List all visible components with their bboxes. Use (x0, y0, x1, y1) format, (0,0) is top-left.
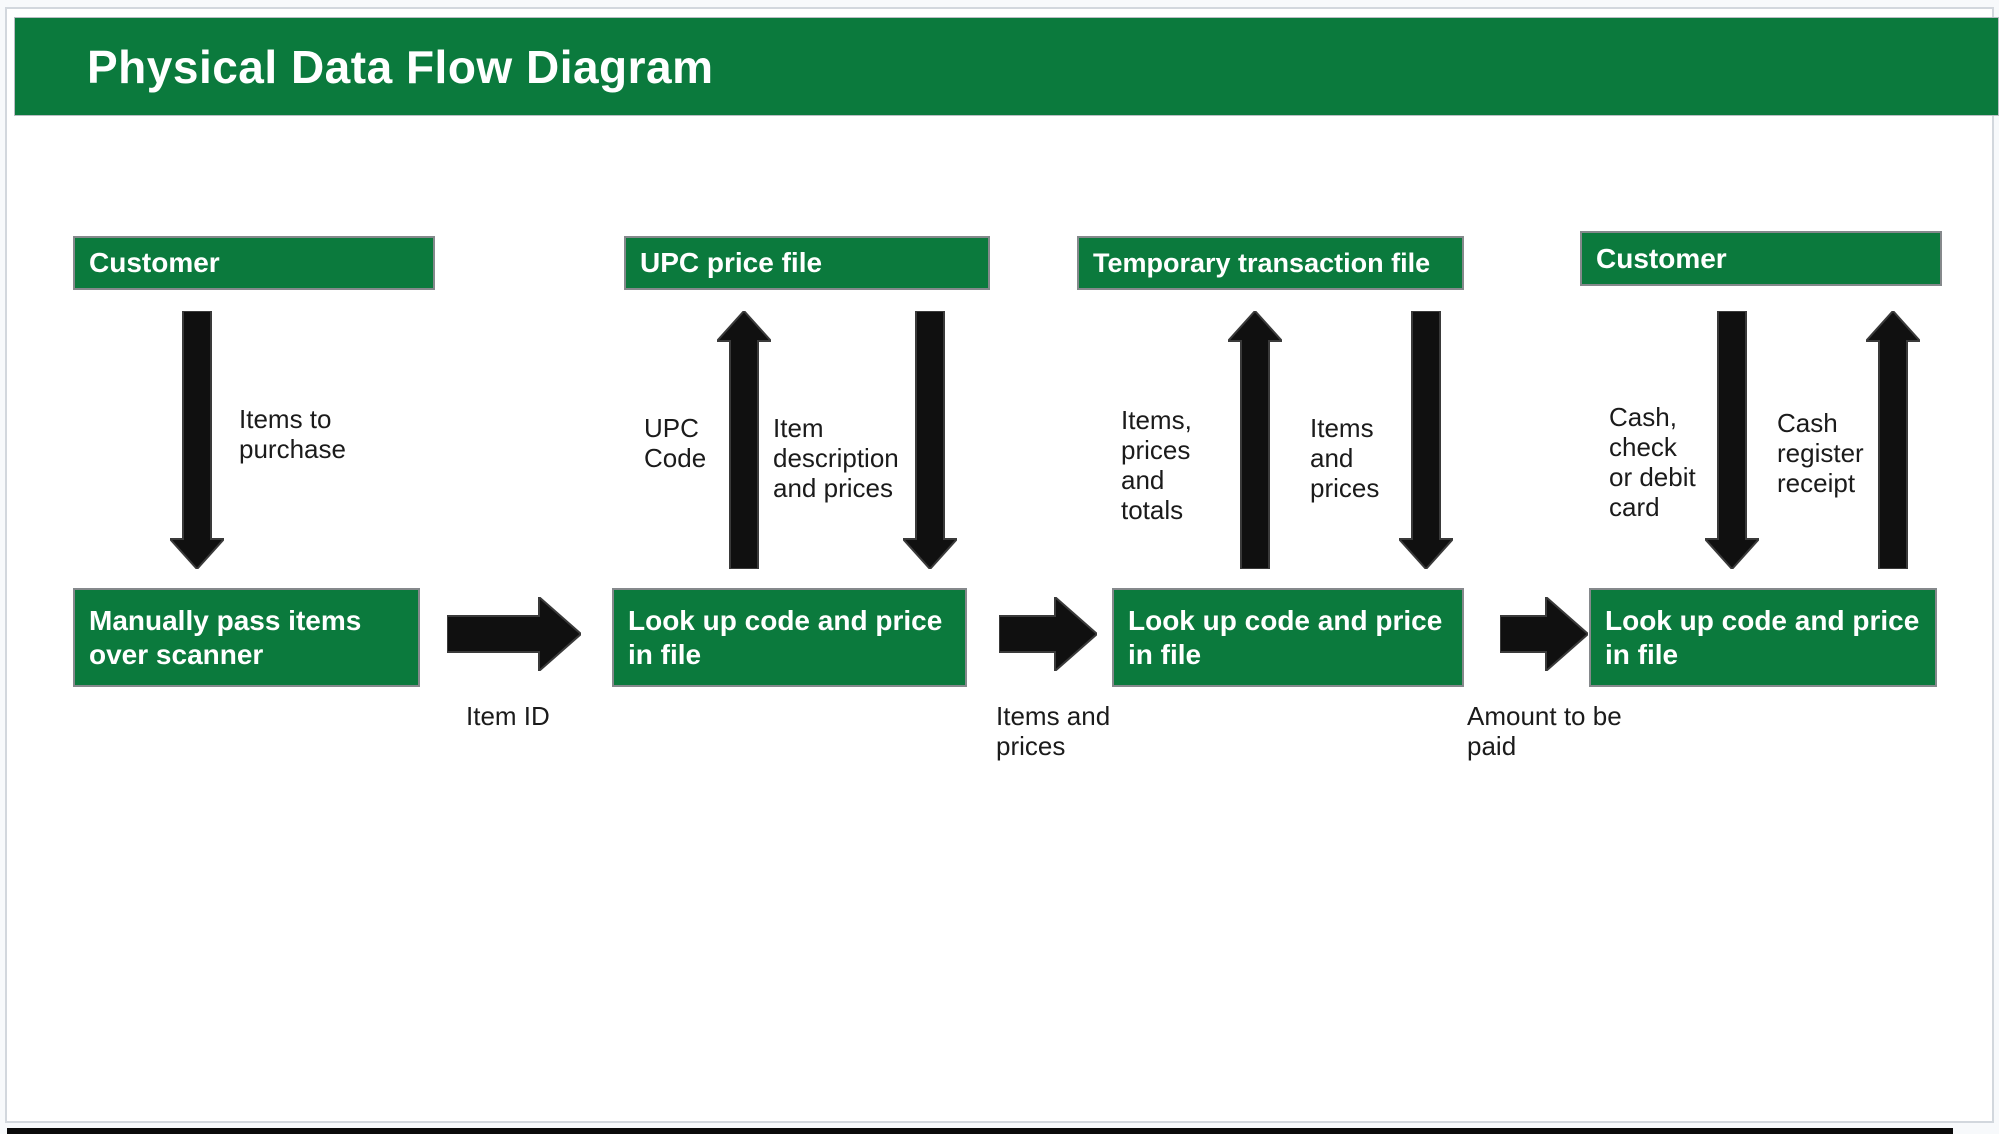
node-label: Temporary transaction file (1093, 248, 1431, 278)
flow-label-amount-to-be-paid: Amount to be paid (1467, 701, 1622, 761)
node-label: Look up code and price in file (1128, 604, 1443, 670)
flow-label-item-id: Item ID (466, 701, 550, 731)
arrow-up-upc-code (717, 311, 771, 569)
arrow-up-cash-register-receipt (1866, 311, 1920, 569)
arrow-right-items-and-prices (999, 597, 1097, 671)
process-lookup-1: Look up code and price in file (612, 588, 967, 687)
node-label: Manually pass items over scanner (89, 604, 362, 670)
title-bar: Physical Data Flow Diagram (14, 17, 1999, 116)
arrow-down-items-to-purchase (170, 311, 224, 569)
flow-label-upc-code: UPC Code (644, 413, 707, 473)
flow-label-items-to-purchase: Items to purchase (239, 404, 346, 464)
node-upc-price-file: UPC price file (624, 236, 990, 290)
node-customer-source: Customer (73, 236, 435, 290)
node-label: Customer (89, 247, 220, 278)
node-label: Customer (1596, 242, 1727, 274)
process-lookup-2: Look up code and price in file (1112, 588, 1464, 687)
flow-label-cash-check-or-debit-card: Cash, check or debit card (1609, 402, 1696, 522)
flow-label-items-and-prices-vertical: Items and prices (1310, 413, 1380, 503)
node-label: Look up code and price in file (1605, 604, 1920, 670)
next-slide-edge (7, 1128, 1953, 1134)
page-title: Physical Data Flow Diagram (87, 40, 714, 93)
slide-page: Physical Data Flow Diagram Customer UPC … (5, 7, 1999, 1123)
node-label: UPC price file (640, 247, 823, 278)
flow-label-cash-register-receipt: Cash register receipt (1777, 408, 1864, 498)
flow-label-items-prices-and-totals: Items, prices and totals (1121, 405, 1192, 525)
arrow-down-items-and-prices (1399, 311, 1453, 569)
arrow-right-amount-to-be-paid (1500, 597, 1588, 671)
arrow-up-items-prices-totals (1228, 311, 1282, 569)
arrow-right-item-id (447, 597, 581, 671)
arrow-down-item-description (903, 311, 957, 569)
flow-label-item-description-and-prices: Item description and prices (773, 413, 899, 503)
node-temporary-transaction-file: Temporary transaction file (1077, 236, 1464, 290)
arrow-down-cash-payment (1705, 311, 1759, 569)
process-pass-items-over-scanner: Manually pass items over scanner (73, 588, 420, 687)
process-lookup-3: Look up code and price in file (1589, 588, 1937, 687)
node-label: Look up code and price in file (628, 604, 943, 670)
flow-label-items-and-prices: Items and prices (996, 701, 1111, 761)
node-customer-sink: Customer (1580, 231, 1942, 286)
